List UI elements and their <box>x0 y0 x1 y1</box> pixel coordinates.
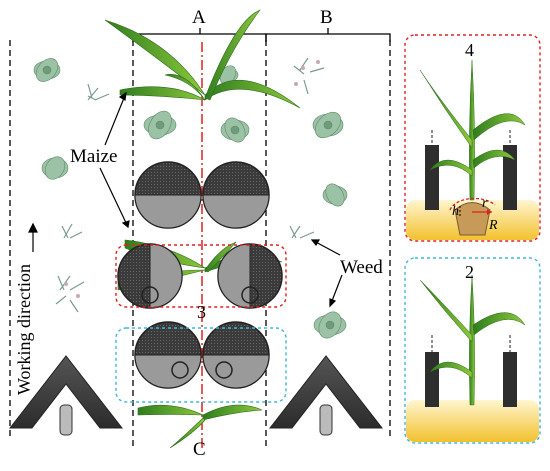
panel-2 <box>404 257 541 444</box>
disc-pair-3 <box>134 321 270 389</box>
symbol-h: h <box>452 204 459 219</box>
v-blade-left <box>8 355 124 436</box>
weed-label: Weed <box>340 257 383 278</box>
maize-bottom <box>137 404 263 449</box>
panel-4 <box>404 34 541 242</box>
column-c-label: C <box>193 439 206 460</box>
v-blade-right <box>268 355 384 436</box>
weed-sprig-dots <box>64 60 320 298</box>
panel-2-label: 2 <box>465 262 474 282</box>
panel-2-box <box>115 327 287 403</box>
annotation-arrows <box>28 91 343 308</box>
working-direction-label: Working direction <box>14 263 34 395</box>
bracket-b <box>265 28 391 42</box>
symbol-r: r <box>482 196 488 211</box>
maize-label: Maize <box>70 146 118 167</box>
disc-pair-1 <box>134 161 270 229</box>
panel-3-label: 3 <box>197 302 206 322</box>
column-b-label: B <box>320 7 333 28</box>
disc-pair-2 <box>117 243 283 309</box>
maize-top <box>104 9 301 109</box>
weed-rosette <box>33 58 348 339</box>
panel-3-box <box>115 244 287 308</box>
panel-4-label: 4 <box>465 40 474 60</box>
symbol-R: R <box>489 218 498 233</box>
column-a-label: A <box>192 7 206 28</box>
